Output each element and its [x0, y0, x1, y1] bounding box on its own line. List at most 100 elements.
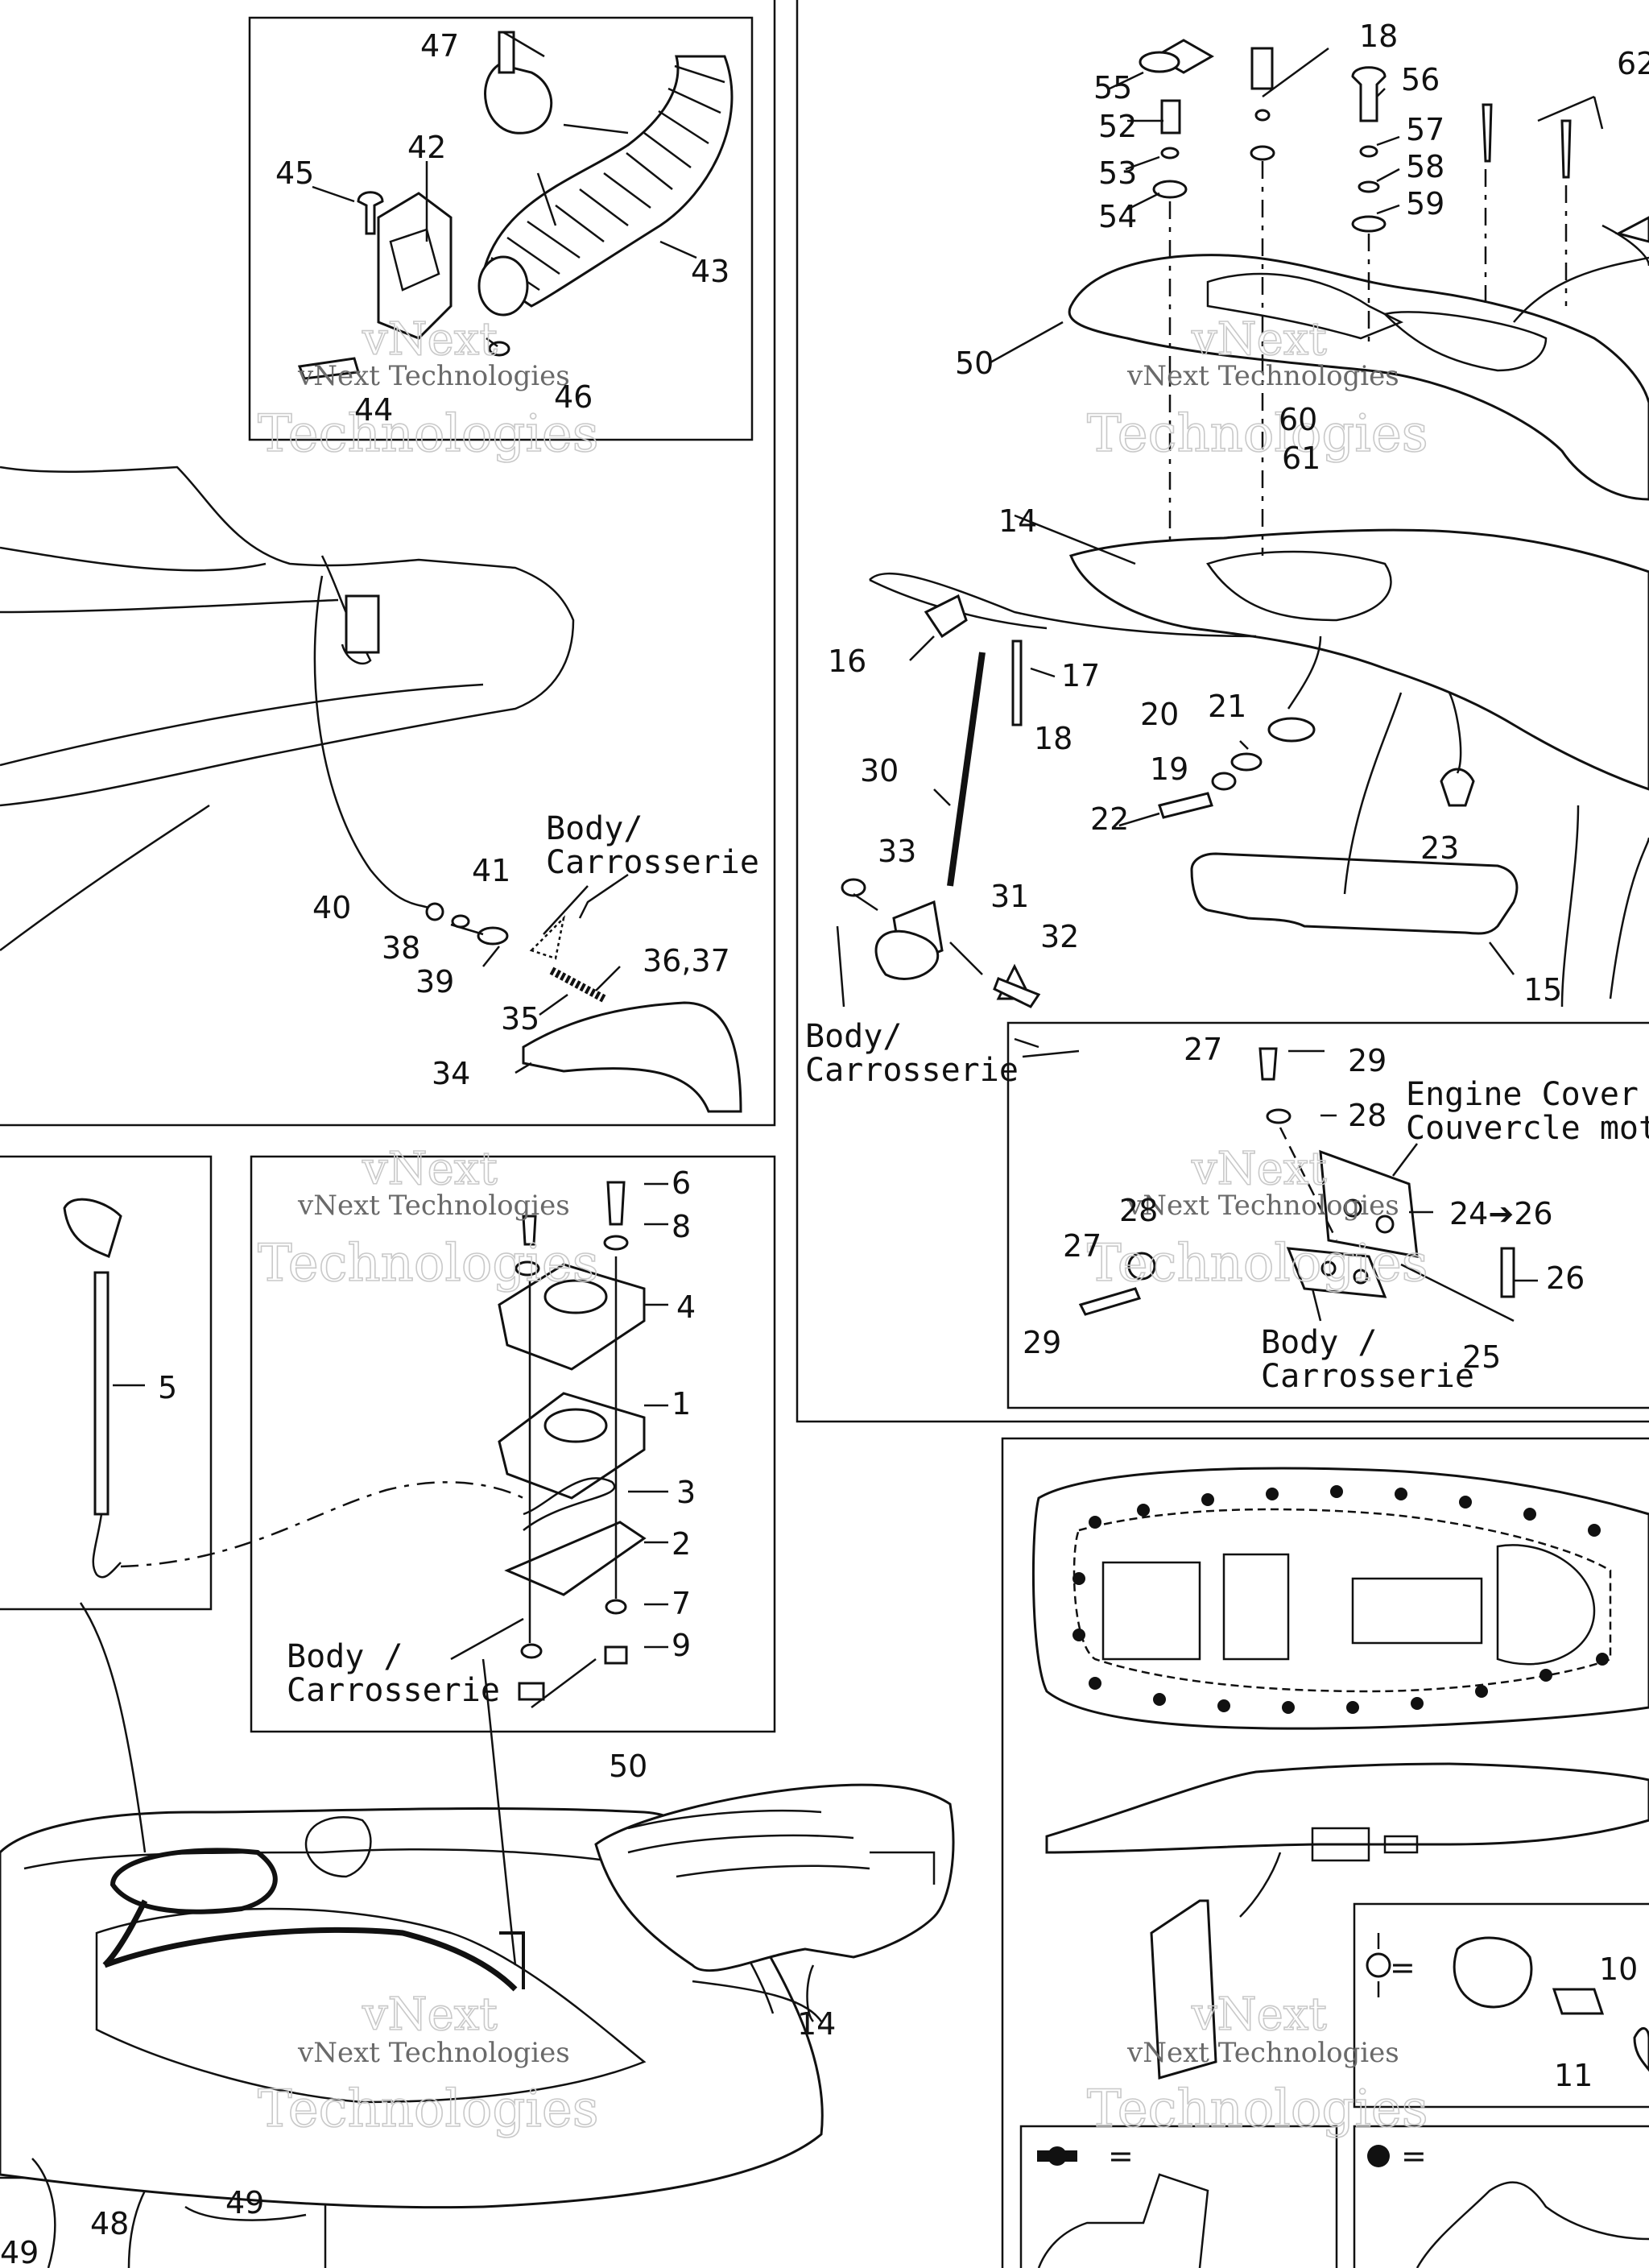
washer — [488, 341, 510, 357]
callout-60: 60 — [1279, 402, 1317, 437]
svg-text:Technologies: Technologies — [258, 404, 599, 464]
callout-1: 1 — [672, 1386, 691, 1422]
callout-15: 15 — [1523, 972, 1562, 1008]
svg-text:vNext Technologies: vNext Technologies — [297, 2037, 570, 2069]
callout-43: 43 — [691, 254, 729, 289]
callout-59: 59 — [1406, 186, 1444, 221]
svg-text:vNext Technologies: vNext Technologies — [1126, 360, 1399, 392]
callout-62: 62 — [1617, 46, 1649, 81]
callout-21: 21 — [1208, 689, 1246, 724]
callout-29a: 29 — [1348, 1043, 1387, 1078]
washer-21 — [1267, 717, 1316, 743]
lid-bracket — [924, 594, 968, 639]
svg-text:vNext: vNext — [362, 1143, 498, 1195]
callout-41: 41 — [472, 853, 510, 888]
pin-32 — [993, 977, 1041, 1008]
dipstick-detail-box — [0, 1155, 213, 1611]
callout-10: 10 — [1599, 1951, 1638, 1987]
callout-24-26: 24➔26 — [1449, 1196, 1553, 1231]
hull-rivet-dots — [1072, 1485, 1609, 1714]
svg-text:Technologies: Technologies — [258, 2080, 599, 2139]
svg-text:Technologies: Technologies — [1087, 404, 1428, 464]
callout-47: 47 — [420, 28, 459, 64]
callout-14a: 14 — [998, 503, 1037, 539]
callout-27a: 27 — [1184, 1032, 1222, 1067]
body-label-mid-line2: Carrosserie — [805, 1052, 1019, 1089]
callout-26: 26 — [1546, 1260, 1585, 1296]
svg-text:vNext Technologies: vNext Technologies — [297, 1190, 570, 1222]
boat-side-view — [0, 1602, 824, 2268]
engine-cover-label-line2: Couvercle mote — [1406, 1110, 1649, 1147]
legend-symbols — [1037, 2145, 1649, 2268]
callout-32: 32 — [1040, 919, 1079, 954]
callout-57: 57 — [1406, 112, 1444, 147]
callout-28b: 28 — [1119, 1193, 1158, 1228]
svg-text:vNext: vNext — [1191, 1989, 1327, 2041]
push-rivet — [357, 191, 384, 235]
body-mount-label-line2: Carrosserie — [287, 1672, 500, 1709]
callout-44: 44 — [354, 392, 393, 428]
legend-equals-3: = — [1401, 2138, 1427, 2174]
legend-equals-1: = — [1390, 1950, 1415, 1985]
callout-8: 8 — [672, 1209, 691, 1244]
svg-text:vNext Technologies: vNext Technologies — [297, 360, 570, 392]
callout-31: 31 — [990, 879, 1029, 914]
callout-7: 7 — [672, 1586, 691, 1621]
clip-31 — [874, 929, 940, 980]
bolt-17 — [1011, 639, 1023, 726]
screw — [297, 357, 360, 380]
body-label-mid-line1: Body/ — [805, 1018, 902, 1055]
vent-hose-detail-box — [248, 16, 754, 441]
bracket-panel — [1150, 1899, 1217, 2080]
callout-14b: 14 — [797, 2006, 836, 2042]
callout-20: 20 — [1140, 697, 1179, 732]
callout-50a: 50 — [955, 346, 994, 381]
callout-46: 46 — [554, 379, 593, 415]
callout-16: 16 — [828, 644, 866, 679]
handle-hardware — [1139, 39, 1649, 243]
callout-11: 11 — [1554, 2058, 1593, 2093]
callout-56: 56 — [1401, 62, 1440, 97]
callout-35: 35 — [501, 1001, 539, 1037]
body-label-top-line2: Carrosserie — [546, 844, 759, 881]
dipstick — [63, 1198, 145, 1579]
callout-52: 52 — [1098, 109, 1137, 144]
storage-bin — [1068, 528, 1649, 791]
svg-text:Technologies: Technologies — [1087, 2080, 1428, 2139]
svg-text:vNext Technologies: vNext Technologies — [1126, 1190, 1399, 1222]
hull-side-view — [1045, 1762, 1649, 1918]
callout-54: 54 — [1098, 199, 1137, 234]
callout-18b: 18 — [1034, 721, 1072, 756]
callout-18a: 18 — [1359, 19, 1398, 54]
vent-flange — [377, 192, 453, 340]
callout-38: 38 — [382, 930, 420, 966]
top-right-panel-border — [796, 0, 1649, 1423]
callout-55: 55 — [1093, 70, 1132, 106]
hull-top-view — [1031, 1467, 1649, 1730]
seat-50-bottom — [594, 1783, 955, 1972]
grommet-23 — [1440, 768, 1475, 807]
callout-numbers: 47 42 45 43 44 46 41 40 38 39 35 36,37 3… — [0, 19, 1649, 2268]
callout-42: 42 — [407, 130, 446, 165]
callout-30: 30 — [860, 753, 899, 788]
legend-box-right — [1353, 2125, 1649, 2268]
fastener-legend-parts — [1366, 1933, 1649, 2072]
callout-45: 45 — [275, 155, 314, 191]
callout-28a: 28 — [1348, 1098, 1387, 1133]
hinge-detail-box — [1006, 1021, 1649, 1409]
engine-cover-label-line1: Engine Cover / — [1406, 1076, 1649, 1113]
callout-22: 22 — [1090, 801, 1129, 837]
bolt-22 — [1158, 792, 1213, 819]
callout-48: 48 — [90, 2206, 129, 2241]
legend-box-left — [1019, 2125, 1338, 2268]
hull-rear-view — [0, 466, 575, 952]
callout-34: 34 — [432, 1056, 470, 1091]
bottom-left-part — [184, 2205, 307, 2221]
mount-detail-box — [250, 1155, 776, 1733]
body-hinge-label-line1: Body / — [1261, 1324, 1378, 1361]
hinge — [1078, 1047, 1538, 1322]
washer-33 — [841, 878, 866, 897]
svg-text:Technologies: Technologies — [1087, 1234, 1428, 1293]
